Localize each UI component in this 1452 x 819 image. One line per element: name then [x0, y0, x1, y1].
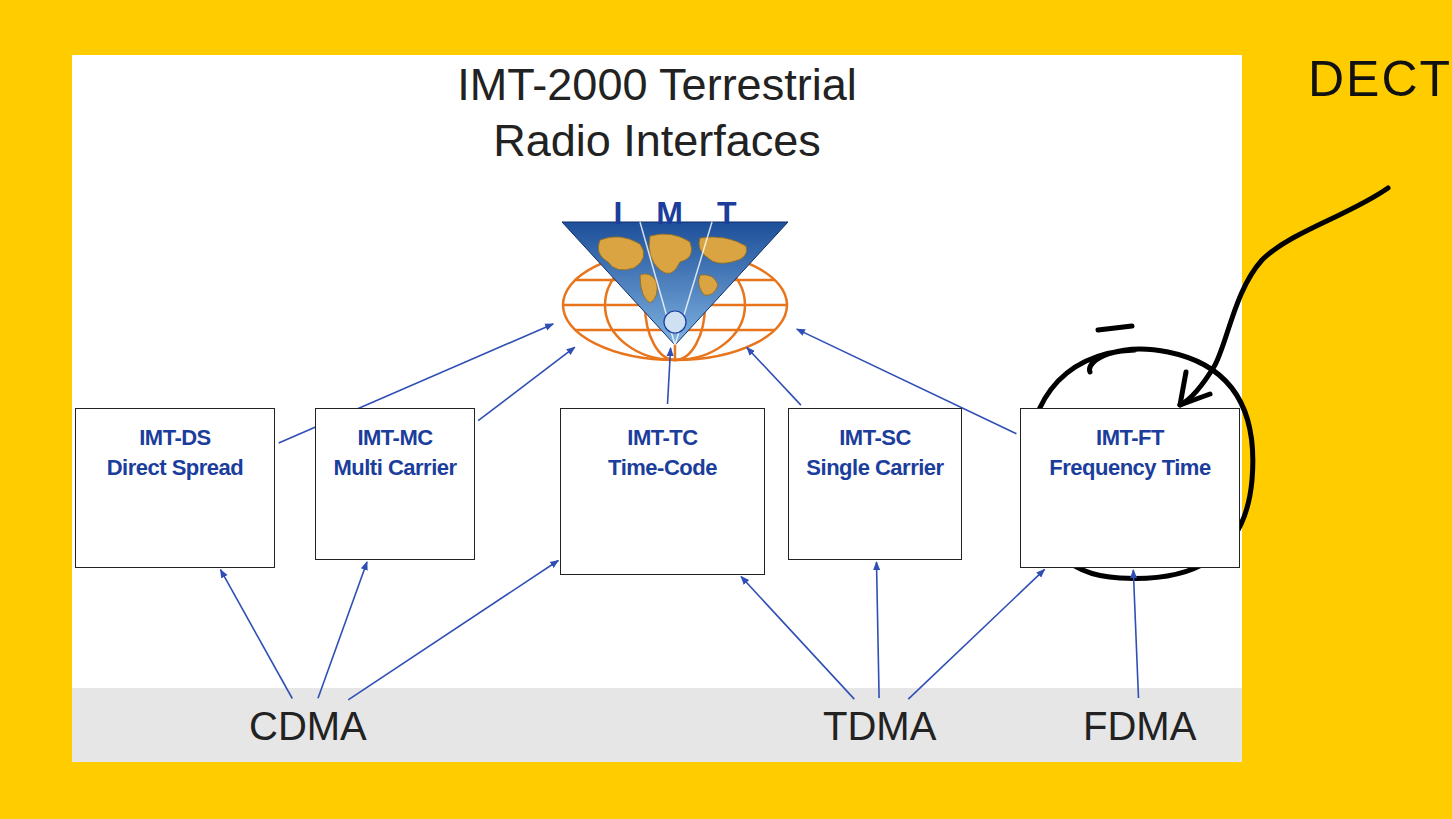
interface-name: Time-Code [561, 453, 764, 483]
access-method: CDMA [243, 702, 373, 751]
connector-arrow [908, 569, 1044, 699]
connector-arrow [348, 561, 558, 700]
access-name: CDMA [243, 702, 373, 751]
triangle-facets [640, 222, 712, 345]
interface-code: IMT-SC [789, 423, 961, 453]
access-method: TDMA [817, 702, 942, 751]
interface-code: IMT-TC [561, 423, 764, 453]
connector-arrow [877, 562, 880, 698]
logo-letters: IMT [555, 196, 795, 230]
interface-box: IMT-FTFrequency Time [1020, 408, 1240, 568]
diagram-title: IMT-2000 Terrestrial Radio Interfaces [397, 57, 917, 169]
logo-triangle [562, 222, 788, 345]
interface-code: IMT-DS [76, 423, 274, 453]
interface-name: Frequency Time [1021, 453, 1239, 483]
connector-arrow [747, 348, 801, 406]
imt-logo: IMT [555, 196, 795, 346]
interface-code: IMT-FT [1021, 423, 1239, 453]
continents [598, 234, 747, 303]
interface-box: IMT-MCMulti Carrier [315, 408, 475, 560]
interface-box: IMT-DSDirect Spread [75, 408, 275, 568]
access-band [72, 688, 1242, 762]
access-name: FDMA [1077, 702, 1202, 751]
interface-box: IMT-SCSingle Carrier [788, 408, 962, 560]
connector-arrow [221, 570, 293, 699]
interface-name: Single Carrier [789, 453, 961, 483]
itu-emblem [664, 311, 686, 333]
interface-name: Multi Carrier [316, 453, 474, 483]
interface-box: IMT-TCTime-Code [560, 408, 765, 575]
callout-label: DECT [1308, 50, 1452, 108]
interface-name: Direct Spread [76, 453, 274, 483]
access-name: TDMA [817, 702, 942, 751]
connector-arrow [668, 348, 671, 404]
access-method: FDMA [1077, 702, 1202, 751]
connector-arrow [318, 562, 367, 698]
connector-arrow [741, 577, 854, 700]
connector-arrow [1133, 570, 1138, 698]
interface-code: IMT-MC [316, 423, 474, 453]
